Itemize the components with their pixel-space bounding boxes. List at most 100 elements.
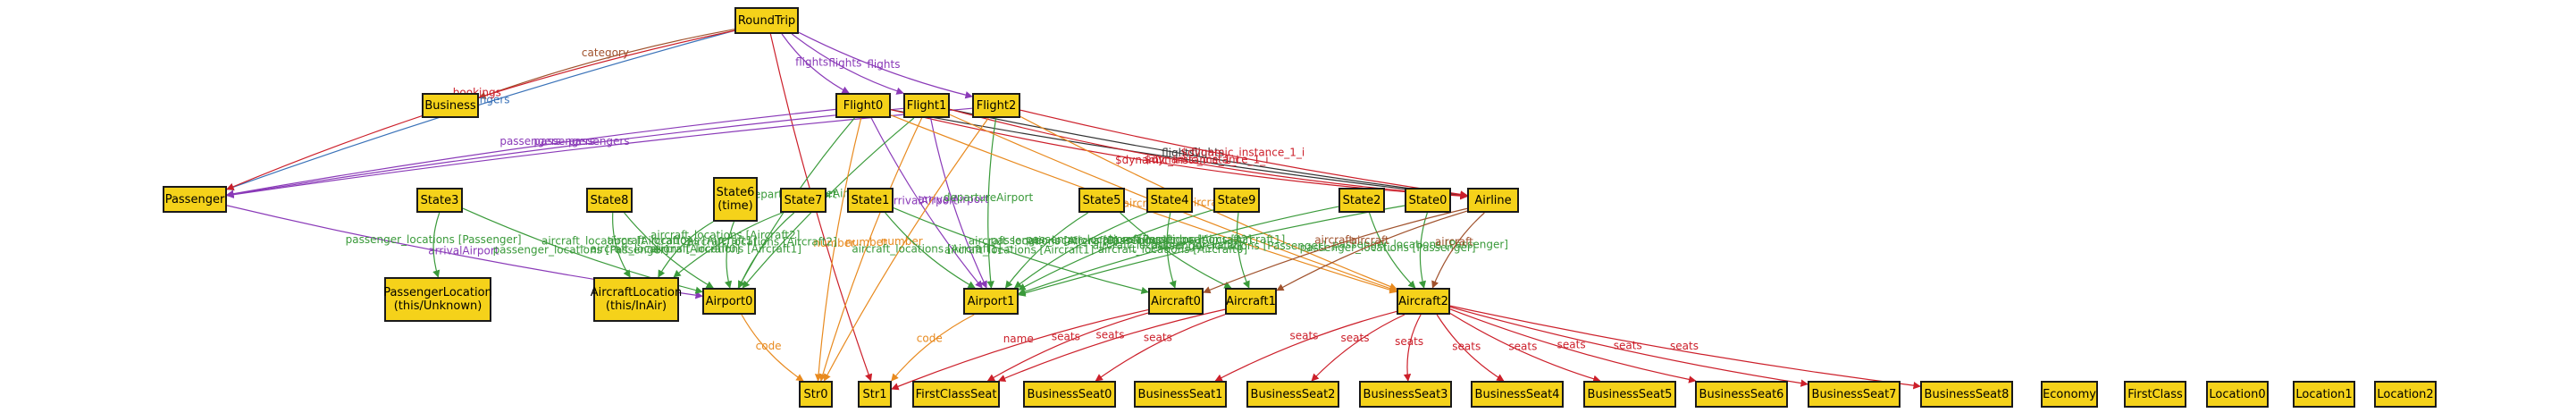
edge-airline-to-aircraft0 — [1203, 207, 1468, 294]
node-business-seat8[interactable]: BusinessSeat8 — [1920, 381, 2013, 408]
node-business-seat5[interactable]: BusinessSeat5 — [1583, 381, 1676, 408]
node-aircraft0[interactable]: Aircraft0 — [1148, 288, 1204, 315]
node-airport0[interactable]: Airport0 — [702, 288, 756, 315]
edge-flight0-to-airport1 — [870, 117, 983, 289]
node-location0[interactable]: Location0 — [2206, 381, 2269, 408]
edge-label: seats — [1052, 331, 1080, 343]
node-state1[interactable]: State1 — [847, 188, 894, 213]
node-business[interactable]: Business — [422, 93, 479, 118]
edge-flight1-to-airport1 — [930, 117, 987, 289]
node-location1[interactable]: Location1 — [2293, 381, 2355, 408]
node-first-class[interactable]: FirstClass — [2124, 381, 2186, 408]
node-state3[interactable]: State3 — [416, 188, 463, 213]
edge-label: name — [1003, 333, 1034, 345]
edge-flight0-to-passenger — [226, 108, 836, 198]
node-airport1[interactable]: Airport1 — [963, 288, 1019, 315]
node-state2[interactable]: State2 — [1338, 188, 1385, 213]
edge-label: number — [881, 235, 923, 248]
node-flight0[interactable]: Flight0 — [835, 93, 891, 118]
edge-state6-to-airport0 — [724, 221, 735, 289]
edge-label: flights — [828, 56, 861, 69]
node-aircraft-location[interactable]: AircraftLocation (this/InAir) — [591, 277, 682, 322]
node-business-seat7[interactable]: BusinessSeat7 — [1808, 381, 1901, 408]
edge-label: passenger_locations [Passenger] — [1300, 241, 1476, 254]
edge-aircraft1-to-first-class-seat — [997, 308, 1226, 382]
edge-label: aircraft — [1314, 233, 1353, 246]
edge-aircraft1-to-business-seat0 — [1095, 314, 1226, 382]
node-business-seat3[interactable]: BusinessSeat3 — [1359, 381, 1452, 408]
edge-label: aircraft_locations [Aircraft0] — [591, 243, 740, 256]
node-state4[interactable]: State4 — [1146, 188, 1193, 213]
edge-label: seats — [1096, 328, 1125, 341]
edge-flight0-to-airline — [890, 109, 1468, 200]
edge-label: category — [582, 46, 629, 59]
edge-flight0-to-aircraft2 — [890, 114, 1397, 294]
edge-aircraft2-to-business-seat2 — [1311, 314, 1405, 382]
edge-state9-to-aircraft1 — [1236, 212, 1250, 289]
edge-state1-to-aircraft0 — [893, 207, 1149, 295]
edge-state9-to-airport1 — [1018, 209, 1214, 291]
edge-state5-to-airport1 — [1004, 212, 1088, 289]
node-state5[interactable]: State5 — [1078, 188, 1125, 213]
edge-aircraft0-to-first-class-seat — [986, 312, 1149, 382]
node-business-seat6[interactable]: BusinessSeat6 — [1695, 381, 1788, 408]
node-str1[interactable]: Str1 — [858, 381, 892, 408]
edge-label: number — [813, 237, 855, 249]
edge-aircraft2-to-business-seat3 — [1403, 314, 1422, 382]
edge-label: passengers — [499, 135, 561, 148]
node-aircraft1[interactable]: Aircraft1 — [1225, 288, 1277, 315]
edge-state4-to-airport1 — [1013, 212, 1148, 289]
node-aircraft2[interactable]: Aircraft2 — [1397, 288, 1450, 315]
edge-round-trip-to-flight2 — [798, 31, 973, 99]
node-str0[interactable]: Str0 — [799, 381, 833, 408]
node-business-seat4[interactable]: BusinessSeat4 — [1471, 381, 1564, 408]
edge-label: aircraft_locations [Aircraft1] — [852, 243, 1001, 256]
edge-label: seats — [1341, 332, 1370, 344]
edge-label: number — [845, 236, 887, 249]
edge-label: seats — [1670, 340, 1699, 352]
edge-label: seats — [1557, 339, 1586, 351]
node-state9[interactable]: State9 — [1213, 188, 1260, 213]
node-state8[interactable]: State8 — [586, 188, 633, 213]
edge-label: $dynamic_instance_1_i — [1115, 154, 1239, 166]
node-business-seat1[interactable]: BusinessSeat1 — [1134, 381, 1227, 408]
edge-label: passenger_locations [Passenger] — [493, 243, 669, 256]
edge-round-trip-to-flight1 — [791, 33, 904, 95]
node-first-class-seat[interactable]: FirstClassSeat — [912, 381, 1000, 408]
node-business-seat0[interactable]: BusinessSeat0 — [1023, 381, 1116, 408]
node-state7[interactable]: State7 — [780, 188, 827, 213]
edge-label: seats — [1508, 341, 1537, 353]
edge-label: aircraft_locations [Aircraft1] — [1136, 233, 1285, 246]
edge-state3-to-passenger-location — [432, 212, 441, 278]
node-round-trip[interactable]: RoundTrip — [734, 7, 799, 34]
node-airline[interactable]: Airline — [1467, 188, 1519, 213]
node-state6[interactable]: State6 (time) — [713, 177, 758, 222]
edge-aircraft2-to-business-seat8 — [1449, 305, 1921, 390]
edge-round-trip-to-business — [478, 29, 735, 99]
edge-flight1-to-airline — [949, 108, 1468, 199]
node-business-seat2[interactable]: BusinessSeat2 — [1246, 381, 1339, 408]
node-flight2[interactable]: Flight2 — [972, 93, 1020, 118]
edge-label: flights — [867, 58, 900, 71]
edge-flight1-to-passenger — [226, 107, 904, 198]
node-economy[interactable]: Economy — [2041, 381, 2098, 408]
edge-state2-to-aircraft2 — [1368, 212, 1416, 289]
node-passenger[interactable]: Passenger — [163, 186, 227, 213]
node-state0[interactable]: State0 — [1405, 188, 1451, 213]
edge-label: passenger_locations [Passenger] — [1332, 239, 1508, 251]
edge-aircraft2-to-business-seat1 — [1214, 310, 1397, 382]
edge-state0-to-aircraft2 — [1418, 212, 1428, 289]
edge-label: passenger_locations [Passenger] — [990, 234, 1166, 247]
edge-flight2-to-str0 — [823, 117, 989, 382]
node-location2[interactable]: Location2 — [2374, 381, 2437, 408]
node-passenger-location[interactable]: PassengerLocation (this/Unknown) — [383, 277, 492, 322]
edge-aircraft2-to-business-seat5 — [1449, 312, 1601, 383]
node-flight1[interactable]: Flight1 — [903, 93, 950, 118]
edge-label: passenger_locations [Passenger] — [1026, 233, 1202, 246]
edge-label: arrivalAirport — [428, 244, 499, 257]
edge-flight1-to-str0 — [818, 117, 923, 382]
edge-aircraft2-to-business-seat4 — [1436, 314, 1505, 382]
edge-label: passenger_locations [Passenger] — [346, 233, 522, 246]
